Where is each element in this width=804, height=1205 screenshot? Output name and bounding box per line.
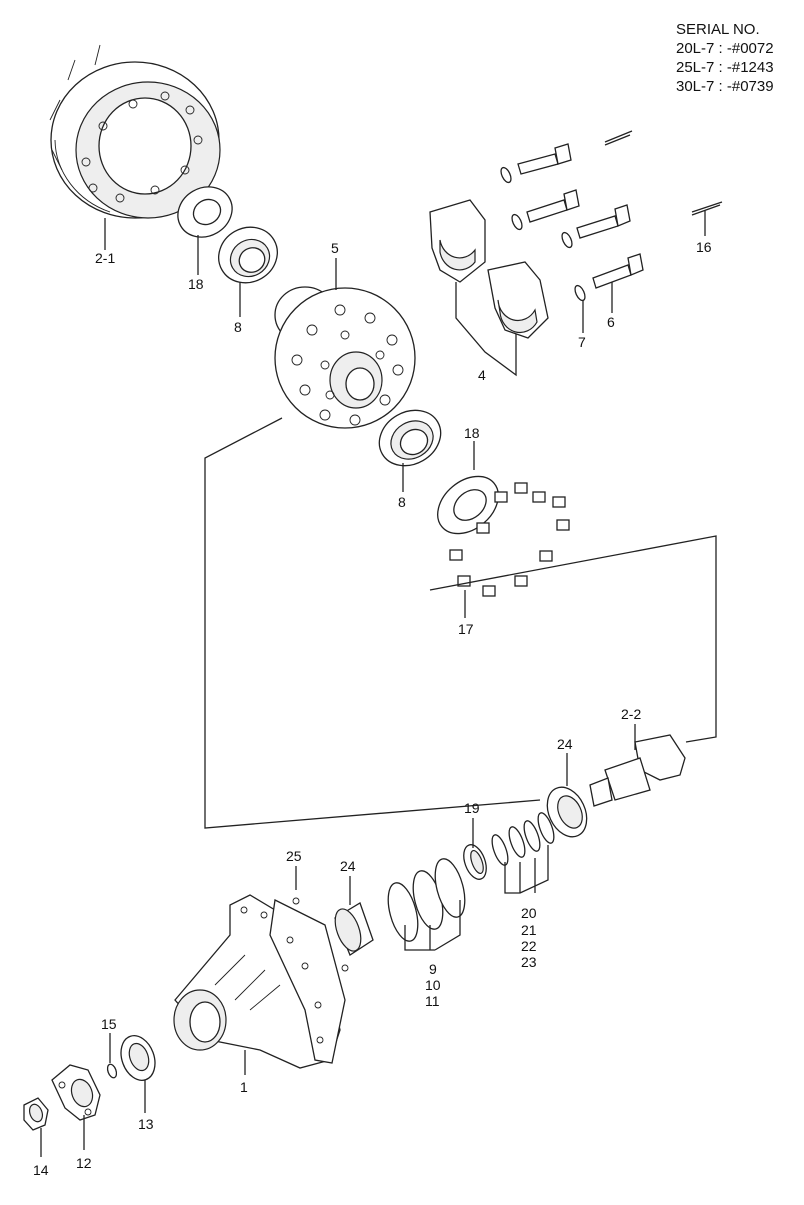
callout-5: 5	[331, 240, 339, 256]
callout-2-2: 2-2	[621, 706, 641, 722]
spacer-part	[463, 844, 487, 880]
callout-8-lower: 8	[398, 494, 406, 510]
callout-11: 11	[425, 993, 440, 1009]
shim-upper-part	[177, 186, 233, 238]
bearing-lower-part	[378, 409, 442, 467]
callout-8-upper: 8	[234, 319, 242, 335]
case-bolts-part	[449, 482, 570, 597]
lock-nut-part	[23, 1097, 49, 1131]
callout-7: 7	[578, 334, 586, 350]
serial-number-block: SERIAL NO. 20L-7 : -#0072 25L-7 : -#1243…	[676, 20, 774, 96]
callout-18-lower: 18	[464, 425, 480, 441]
differential-case-part	[274, 286, 416, 429]
callout-19: 19	[464, 800, 480, 816]
callout-14: 14	[33, 1162, 49, 1178]
pinion-bearing-inner-part	[334, 902, 374, 956]
callout-9: 9	[429, 961, 437, 977]
callout-17: 17	[458, 621, 474, 637]
callout-2-1: 2-1	[95, 250, 115, 266]
lock-washers-part	[500, 166, 586, 302]
assembly-guide-lines	[204, 417, 717, 829]
callout-10: 10	[425, 977, 441, 993]
o-ring-part	[106, 1063, 118, 1079]
callout-24-lower: 24	[340, 858, 356, 874]
pinion-shims-part	[491, 812, 555, 866]
callout-23: 23	[521, 954, 537, 970]
callout-15: 15	[101, 1016, 117, 1032]
callout-18-upper: 18	[188, 276, 204, 292]
callout-4: 4	[478, 367, 486, 383]
drive-pinion-part	[589, 734, 686, 807]
pinion-bearing-outer-part	[546, 786, 588, 838]
callout-16: 16	[696, 239, 712, 255]
callout-24-upper: 24	[557, 736, 573, 752]
ring-gear-part	[49, 44, 221, 219]
serial-line-20l7: 20L-7 : -#0072	[676, 40, 774, 57]
serial-line-25l7: 25L-7 : -#1243	[676, 59, 774, 76]
callout-1: 1	[240, 1079, 248, 1095]
callout-25: 25	[286, 848, 302, 864]
callout-20: 20	[521, 905, 537, 921]
bearing-caps-part	[429, 199, 549, 339]
callout-22: 22	[521, 938, 537, 954]
companion-flange-part	[51, 1064, 101, 1121]
callout-13: 13	[138, 1116, 154, 1132]
serial-heading: SERIAL NO.	[676, 21, 760, 38]
spacer-rings-part	[387, 858, 466, 942]
shim-lower-part	[437, 475, 499, 535]
cap-bolts-part	[517, 143, 644, 289]
carrier-housing-part	[173, 894, 346, 1069]
cotter-pins-part	[604, 130, 723, 216]
oil-seal-part	[120, 1035, 156, 1081]
callout-12: 12	[76, 1155, 92, 1171]
callout-21: 21	[521, 922, 537, 938]
bearing-upper-part	[218, 226, 278, 284]
serial-line-30l7: 30L-7 : -#0739	[676, 78, 774, 95]
callout-6: 6	[607, 314, 615, 330]
